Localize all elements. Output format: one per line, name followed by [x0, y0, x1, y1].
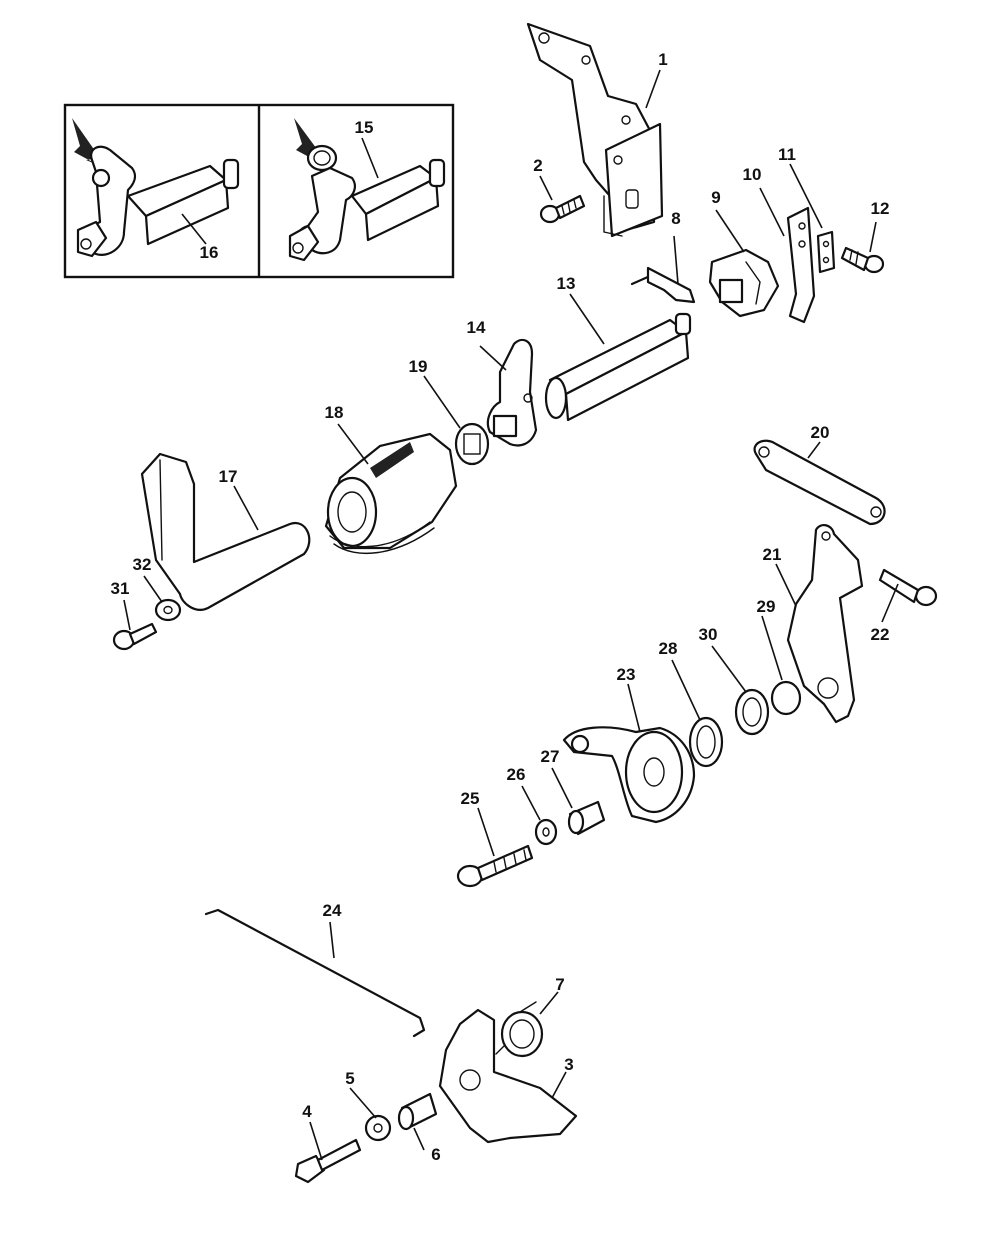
part-28-spring — [688, 716, 724, 768]
part-20-link-rod — [753, 439, 886, 526]
part-12-screw — [840, 246, 885, 274]
callout-14: 14 — [467, 318, 486, 337]
part-16-shift-shaft-variant-a — [72, 118, 240, 258]
part-18-rubber-boot — [324, 432, 458, 555]
callout-30: 30 — [699, 625, 718, 644]
part-10-clamp-strap — [786, 206, 816, 324]
part-29-washer — [770, 680, 802, 716]
callout-7: 7 — [555, 975, 564, 994]
callout-25: 25 — [461, 789, 480, 808]
part-17-shift-handle — [140, 452, 311, 611]
part-3-pedal-lever — [438, 1008, 578, 1144]
part-8-clip — [630, 266, 696, 304]
part-21-throttle-arm — [786, 524, 864, 724]
callout-5: 5 — [345, 1069, 354, 1088]
callout-3: 3 — [564, 1055, 573, 1074]
callout-20: 20 — [811, 423, 830, 442]
callout-32: 32 — [133, 555, 152, 574]
callout-8: 8 — [671, 209, 680, 228]
callout-labels: 1 2 3 4 5 6 7 8 9 10 11 12 13 14 15 16 1… — [111, 50, 890, 1164]
part-19-square-washer — [454, 422, 490, 466]
part-4-bolt — [294, 1138, 362, 1184]
callout-13: 13 — [557, 274, 576, 293]
part-15-shift-shaft-variant-b — [288, 118, 446, 262]
part-5-washer — [364, 1114, 392, 1142]
callout-23: 23 — [617, 665, 636, 684]
callout-16: 16 — [200, 243, 219, 262]
part-30-spring — [734, 688, 770, 736]
callout-12: 12 — [871, 199, 890, 218]
callout-11: 11 — [778, 145, 796, 164]
callout-29: 29 — [757, 597, 776, 616]
part-6-bushing — [397, 1092, 438, 1131]
part-25-bolt — [456, 844, 534, 888]
callout-22: 22 — [871, 625, 890, 644]
part-32-washer — [154, 598, 182, 622]
callout-2: 2 — [533, 156, 542, 175]
callout-17: 17 — [219, 467, 238, 486]
callout-27: 27 — [541, 747, 560, 766]
part-27-bushing — [567, 800, 606, 836]
leader-lines — [123, 69, 899, 1161]
part-26-washer — [534, 818, 558, 846]
part-9-shaft-retainer — [708, 248, 780, 318]
part-31-screw — [112, 622, 158, 651]
callout-9: 9 — [711, 188, 720, 207]
part-2-screw — [539, 194, 586, 224]
part-11-lock-plate — [816, 230, 836, 274]
callout-26: 26 — [507, 765, 526, 784]
callout-1: 1 — [658, 50, 667, 69]
callout-15: 15 — [355, 118, 374, 137]
callout-28: 28 — [659, 639, 678, 658]
callout-24: 24 — [323, 901, 342, 920]
part-23-throttle-cam — [562, 726, 696, 824]
inset-box — [63, 103, 455, 279]
callout-10: 10 — [743, 165, 762, 184]
part-24-link-wire — [204, 908, 426, 1038]
part-7-spring — [495, 1001, 544, 1058]
callout-18: 18 — [325, 403, 344, 422]
callout-21: 21 — [763, 545, 782, 564]
callout-4: 4 — [302, 1102, 312, 1121]
part-13-hex-shaft — [544, 312, 692, 422]
part-14-shift-lever — [486, 338, 538, 447]
callout-6: 6 — [431, 1145, 440, 1164]
part-22-screw — [878, 568, 938, 607]
callout-31: 31 — [111, 579, 130, 598]
callout-19: 19 — [409, 357, 428, 376]
part-1-mounting-bracket — [526, 22, 664, 238]
